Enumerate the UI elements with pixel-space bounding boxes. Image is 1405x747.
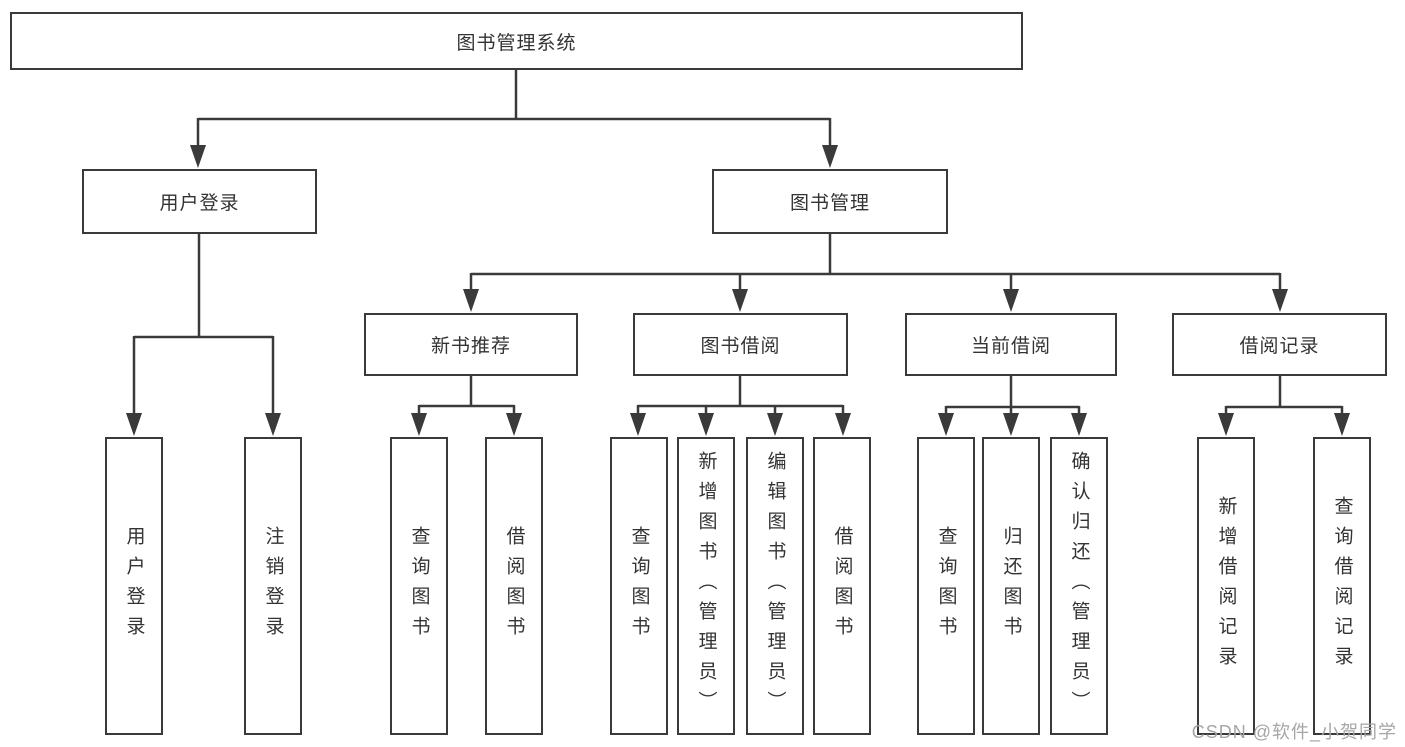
node-leaf-query-borrow-record: 查询借阅记录 xyxy=(1313,437,1371,735)
node-new-book-recommend: 新书推荐 xyxy=(364,313,578,376)
node-label: 图书管理系统 xyxy=(456,32,577,54)
node-label: 新书推荐 xyxy=(430,336,511,357)
node-label: 用户登录 xyxy=(159,193,240,214)
node-book-borrow: 图书借阅 xyxy=(633,313,848,376)
node-label: 新增图书（管理员） xyxy=(695,451,717,721)
node-label: 图书借阅 xyxy=(700,336,781,357)
node-library-system: 图书管理系统 xyxy=(10,12,1023,70)
node-leaf-add-borrow-record: 新增借阅记录 xyxy=(1197,437,1255,735)
node-leaf-user-login: 用户登录 xyxy=(105,437,163,735)
node-label: 查询借阅记录 xyxy=(1331,496,1353,676)
node-leaf-query-books: 查询图书 xyxy=(610,437,668,735)
node-label: 注销登录 xyxy=(262,526,284,646)
node-label: 查询图书 xyxy=(628,526,650,646)
node-leaf-return-books: 归还图书 xyxy=(982,437,1040,735)
node-user-login: 用户登录 xyxy=(82,169,317,234)
node-leaf-borrow-books: 借阅图书 xyxy=(485,437,543,735)
node-leaf-edit-books-admin: 编辑图书（管理员） xyxy=(746,437,804,735)
node-leaf-query-books: 查询图书 xyxy=(390,437,448,735)
node-label: 查询图书 xyxy=(935,526,957,646)
node-label: 借阅图书 xyxy=(831,526,853,646)
node-label: 编辑图书（管理员） xyxy=(764,451,786,721)
node-label: 当前借阅 xyxy=(970,336,1051,357)
node-label: 查询图书 xyxy=(408,526,430,646)
node-borrow-records: 借阅记录 xyxy=(1172,313,1387,376)
watermark: CSDN @软件_小贺同学 xyxy=(1191,722,1397,742)
node-current-borrow: 当前借阅 xyxy=(905,313,1117,376)
node-leaf-confirm-return-admin: 确认归还（管理员） xyxy=(1050,437,1108,735)
node-leaf-logout: 注销登录 xyxy=(244,437,302,735)
node-label: 图书管理 xyxy=(789,193,870,214)
node-label: 借阅图书 xyxy=(503,526,525,646)
node-label: 用户登录 xyxy=(123,526,145,646)
node-label: 新增借阅记录 xyxy=(1215,496,1237,676)
node-label: 确认归还（管理员） xyxy=(1068,451,1090,721)
node-label: 借阅记录 xyxy=(1239,336,1320,357)
node-leaf-add-books-admin: 新增图书（管理员） xyxy=(677,437,735,735)
node-book-management: 图书管理 xyxy=(712,169,948,234)
node-label: 归还图书 xyxy=(1000,526,1022,646)
node-leaf-query-books: 查询图书 xyxy=(917,437,975,735)
node-leaf-borrow-books: 借阅图书 xyxy=(813,437,871,735)
